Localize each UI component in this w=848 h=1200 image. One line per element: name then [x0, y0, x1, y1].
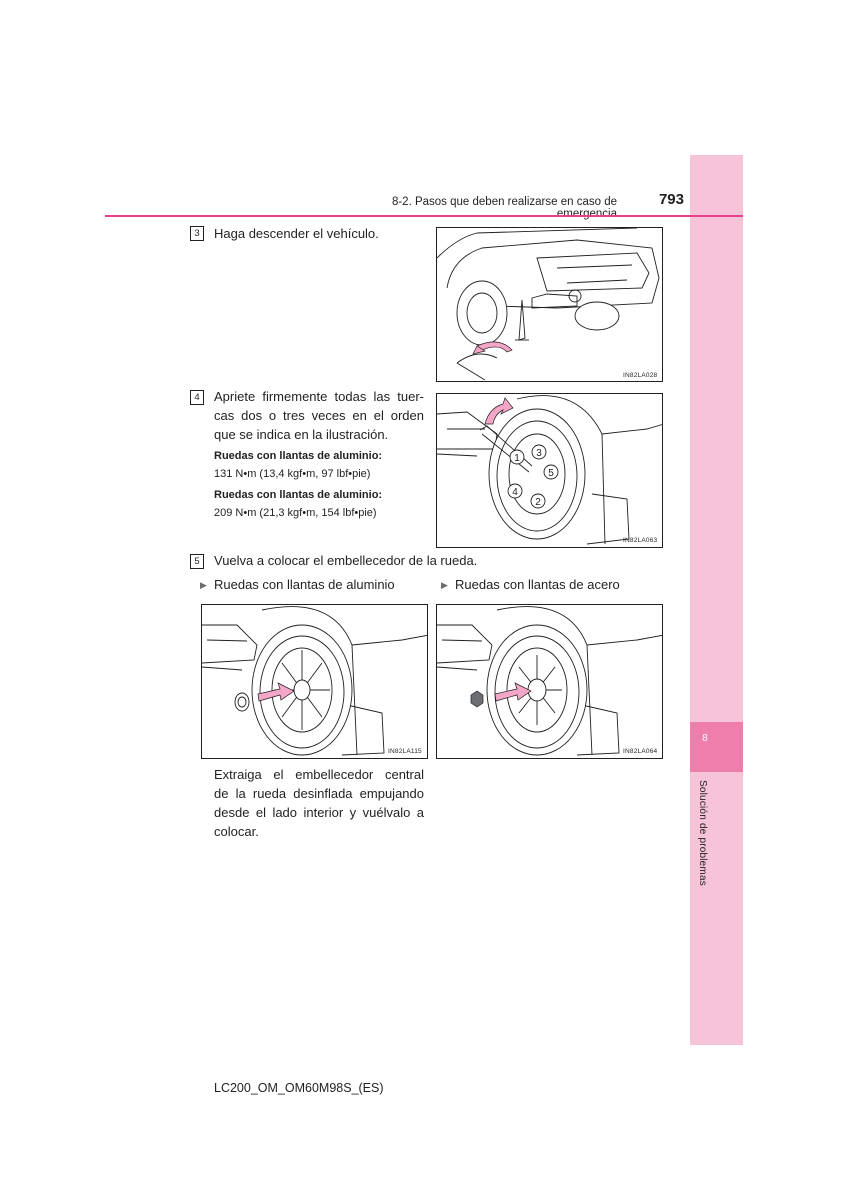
spec-1-value: 131 N•m (13,4 kgf•m, 97 lbf•pie): [214, 468, 371, 480]
step-4-line-3: que se indica en la ilustración.: [214, 427, 389, 442]
page-number: 793: [658, 191, 684, 208]
illustration-code: IN82LA115: [388, 748, 422, 755]
chapter-tab-active[interactable]: [690, 722, 743, 772]
spec-2-value: 209 N•m (21,3 kgf•m, 154 lbf•pie): [214, 507, 377, 519]
nut-label-3: 3: [536, 448, 542, 459]
step-4-text: Apriete firmemente todas las tuer- cas d…: [214, 387, 424, 444]
variant-aluminum-label: Ruedas con llantas de aluminio: [214, 577, 395, 592]
lower-vehicle-drawing: [437, 228, 660, 381]
nut-label-5: 5: [548, 468, 554, 479]
triangle-bullet-icon: ▶: [441, 580, 448, 590]
step-5-note-line-3: desde el lado interior y vuélvalo a: [214, 805, 424, 820]
nut-label-2: 2: [535, 497, 541, 508]
step-5-number: 5: [190, 554, 204, 569]
step-5-note-line-4: colocar.: [214, 824, 259, 839]
section-title: 8-2. Pasos que deben realizarse en caso …: [391, 196, 617, 220]
illustration-code: IN82LA028: [623, 372, 658, 379]
chapter-number: 8: [702, 733, 708, 744]
triangle-bullet-icon: ▶: [200, 580, 207, 590]
step-4-line-1: Apriete firmemente todas las tuer-: [214, 389, 424, 404]
spec-2-title: Ruedas con llantas de aluminio:: [214, 489, 383, 501]
step-4-line-2: cas dos o tres veces en el orden: [214, 408, 424, 423]
illustration-steel-cap: IN82LA064: [436, 604, 663, 759]
step-5-text: Vuelva a colocar el embellecedor de la r…: [214, 553, 478, 568]
spec-1-title: Ruedas con llantas de aluminio:: [214, 450, 383, 462]
header-rule: [105, 215, 743, 217]
step-5-note-line-2: de la rueda desinflada empujando: [214, 786, 424, 801]
variant-steel-label: Ruedas con llantas de acero: [455, 577, 620, 592]
illustration-lower-vehicle: IN82LA028: [436, 227, 663, 382]
nut-label-4: 4: [512, 487, 518, 498]
chapter-title: Solución de problemas: [697, 780, 708, 886]
step-5-note: Extraiga el embellecedor central de la r…: [214, 765, 424, 841]
step-3-number: 3: [190, 226, 204, 241]
steel-cap-drawing: [437, 606, 662, 756]
illustration-code: IN82LA063: [623, 537, 658, 544]
step-4-number: 4: [190, 390, 204, 405]
step-5-note-line-1: Extraiga el embellecedor central: [214, 767, 424, 782]
step-3-text: Haga descender el vehículo.: [214, 226, 379, 241]
illustration-code: IN82LA064: [623, 748, 658, 755]
illustration-aluminum-cap: IN82LA115: [201, 604, 428, 759]
chapter-side-tab: [690, 155, 743, 1045]
tighten-nuts-drawing: 1 3 5 4 2: [437, 395, 662, 545]
aluminum-cap-drawing: [202, 606, 427, 756]
illustration-tighten-nuts: 1 3 5 4 2 IN82LA063: [436, 393, 663, 548]
document-code: LC200_OM_OM60M98S_(ES): [214, 1081, 384, 1095]
nut-label-1: 1: [514, 453, 520, 464]
